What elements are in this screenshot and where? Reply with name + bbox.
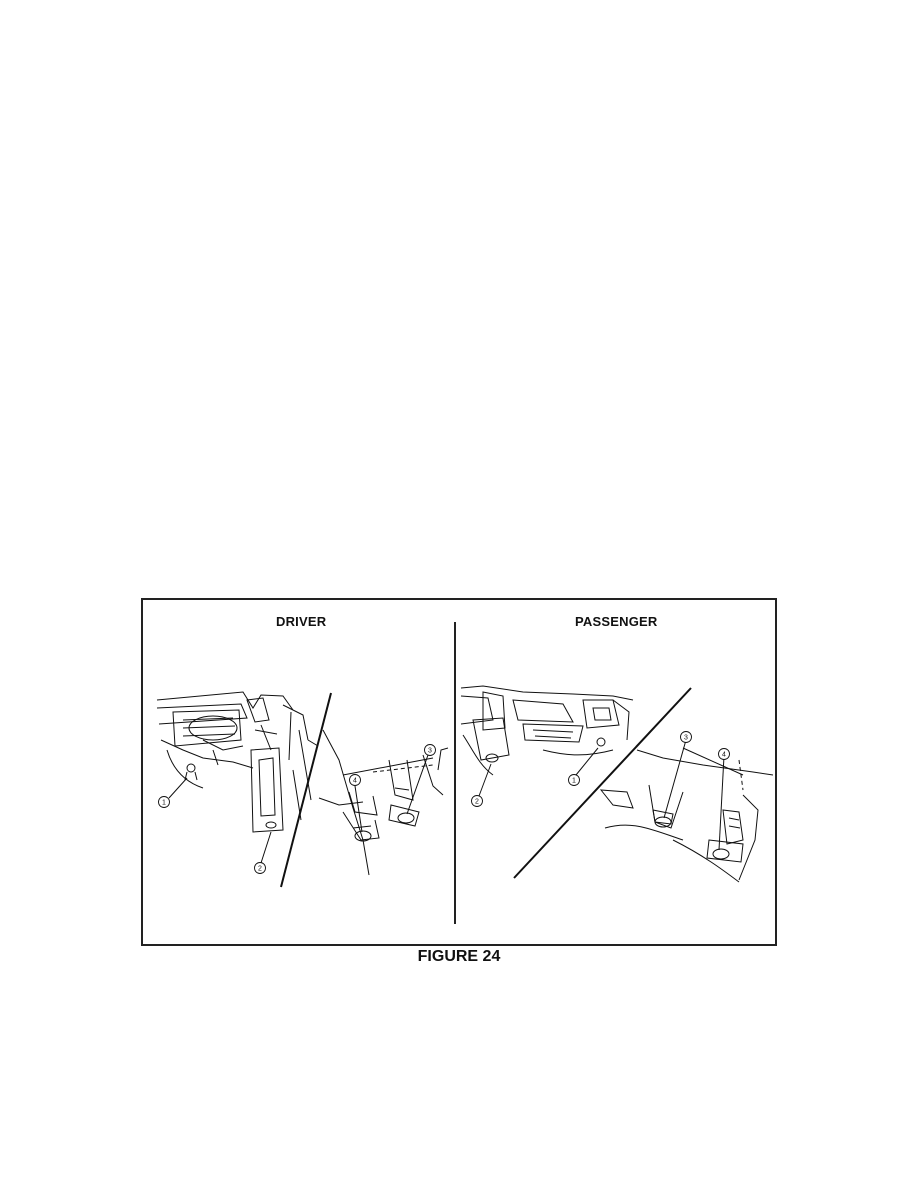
passenger-seat-assembly-illustration <box>460 685 634 776</box>
callout-marker: 2 <box>471 795 483 807</box>
callout-marker: 1 <box>568 774 580 786</box>
callout-marker: 4 <box>718 748 730 760</box>
svg-text:4: 4 <box>722 752 726 759</box>
svg-text:4: 4 <box>353 778 357 785</box>
figure-caption: FIGURE 24 <box>417 948 501 965</box>
callout-marker: 2 <box>254 862 266 874</box>
passenger-panel-title: PASSENGER <box>575 614 658 629</box>
driver-panel-title: DRIVER <box>276 614 327 629</box>
passenger-floor-anchors-illustration <box>599 747 774 883</box>
callout-marker: 3 <box>424 744 436 756</box>
passenger-callouts: 1 2 3 4 <box>471 731 730 807</box>
callout-marker: 4 <box>349 774 361 786</box>
driver-seat-assembly-illustration <box>156 691 312 833</box>
driver-floor-anchors-illustration <box>307 729 449 876</box>
svg-text:2: 2 <box>475 799 479 806</box>
panel-divider <box>454 622 456 924</box>
svg-text:3: 3 <box>428 748 432 755</box>
svg-text:2: 2 <box>258 866 262 873</box>
svg-text:1: 1 <box>162 800 166 807</box>
callout-marker: 1 <box>158 796 170 808</box>
svg-text:1: 1 <box>572 778 576 785</box>
callout-marker: 3 <box>680 731 692 743</box>
illustration-art: 1 2 3 4 1 2 <box>156 685 774 888</box>
driver-callouts: 1 2 3 4 <box>158 744 436 874</box>
figure-frame: DRIVER PASSENGER <box>141 598 777 946</box>
svg-text:3: 3 <box>684 735 688 742</box>
